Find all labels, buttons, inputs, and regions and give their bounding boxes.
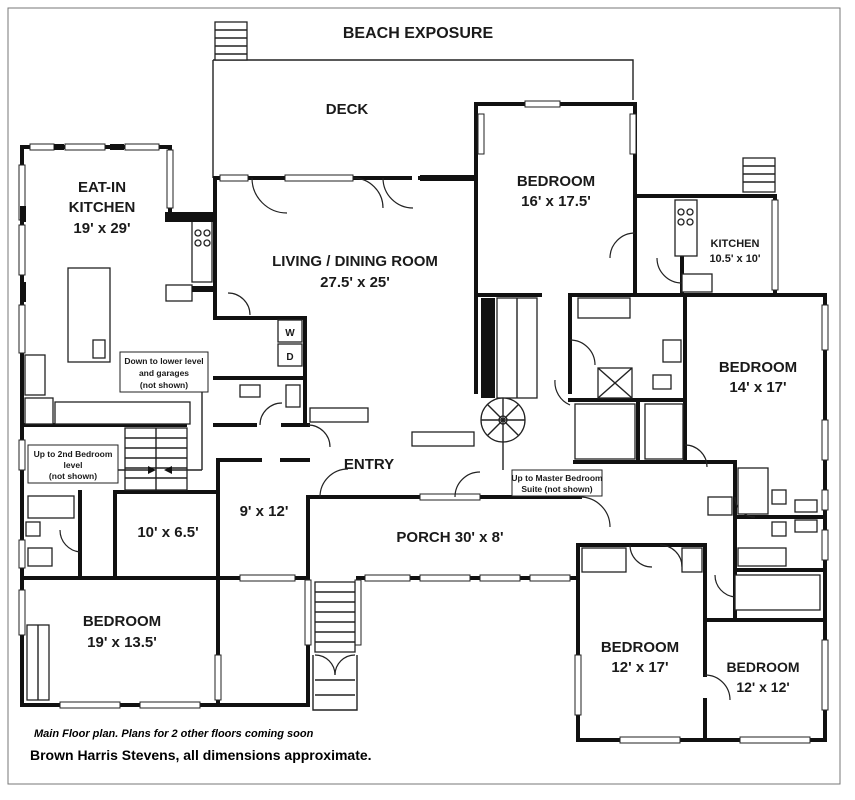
bedroom-right-label: BEDROOM (719, 359, 797, 376)
callout-second-bedroom-2: level (64, 460, 83, 470)
closet-wall (481, 298, 495, 398)
callout-second-bedroom-box (27, 444, 119, 484)
room-10x65-dims: 10' x 6.5' (137, 524, 198, 541)
callout-second-bedroom-3: (not shown) (49, 471, 97, 481)
bedroom-mid-dims: 12' x 17' (611, 659, 668, 676)
bedroom-small-label: BEDROOM (726, 659, 799, 675)
eat-in-kitchen-label-2: KITCHEN (69, 199, 136, 216)
bedroom-top-label: BEDROOM (517, 173, 595, 190)
kitchen2-label: KITCHEN (711, 238, 760, 250)
room-9x12-dims: 9' x 12' (240, 503, 289, 520)
kitchen2-stairs (742, 157, 776, 193)
plan-title: BEACH EXPOSURE (343, 25, 494, 42)
eat-in-kitchen-dims: 19' x 29' (73, 220, 130, 237)
callout-lower-level-3: (not shown) (140, 380, 188, 390)
eat-in-kitchen-label-1: EAT-IN (78, 179, 126, 196)
callout-master-suite-2: Suite (not shown) (521, 484, 592, 494)
deck-label: DECK (326, 101, 369, 118)
deck-outline (212, 59, 634, 178)
living-dining-dims: 27.5' x 25' (320, 274, 390, 291)
callout-master-suite-1: Up to Master Bedroom (511, 473, 603, 483)
bedroom-mid-label: BEDROOM (601, 639, 679, 656)
dryer-label: D (286, 352, 293, 363)
bedroom-small-dims: 12' x 12' (736, 679, 789, 695)
callout-lower-level-2: and garages (139, 368, 189, 378)
porch-label: PORCH 30' x 8' (396, 529, 503, 546)
callout-master-suite-box (511, 469, 603, 497)
footer-credit: Brown Harris Stevens, all dimensions app… (30, 747, 372, 763)
callout-lower-level-1: Down to lower level (124, 356, 203, 366)
footer-note: Main Floor plan. Plans for 2 other floor… (34, 728, 314, 740)
washer-label: W (285, 328, 295, 339)
entry-label: ENTRY (344, 456, 394, 473)
windows (18, 100, 829, 744)
fixtures (20, 144, 821, 711)
bedroom-left-label: BEDROOM (83, 613, 161, 630)
kitchen2-dims: 10.5' x 10' (709, 253, 760, 265)
deck-stairs (214, 21, 248, 61)
living-dining-label: LIVING / DINING ROOM (272, 253, 438, 270)
bedroom-left-dims: 19' x 13.5' (87, 634, 157, 651)
callout-lower-level-box (119, 351, 209, 393)
bedroom-top-dims: 16' x 17.5' (521, 193, 591, 210)
callout-second-bedroom-1: Up to 2nd Bedroom (34, 449, 113, 459)
frame (7, 7, 841, 785)
bedroom-right-dims: 14' x 17' (729, 379, 786, 396)
